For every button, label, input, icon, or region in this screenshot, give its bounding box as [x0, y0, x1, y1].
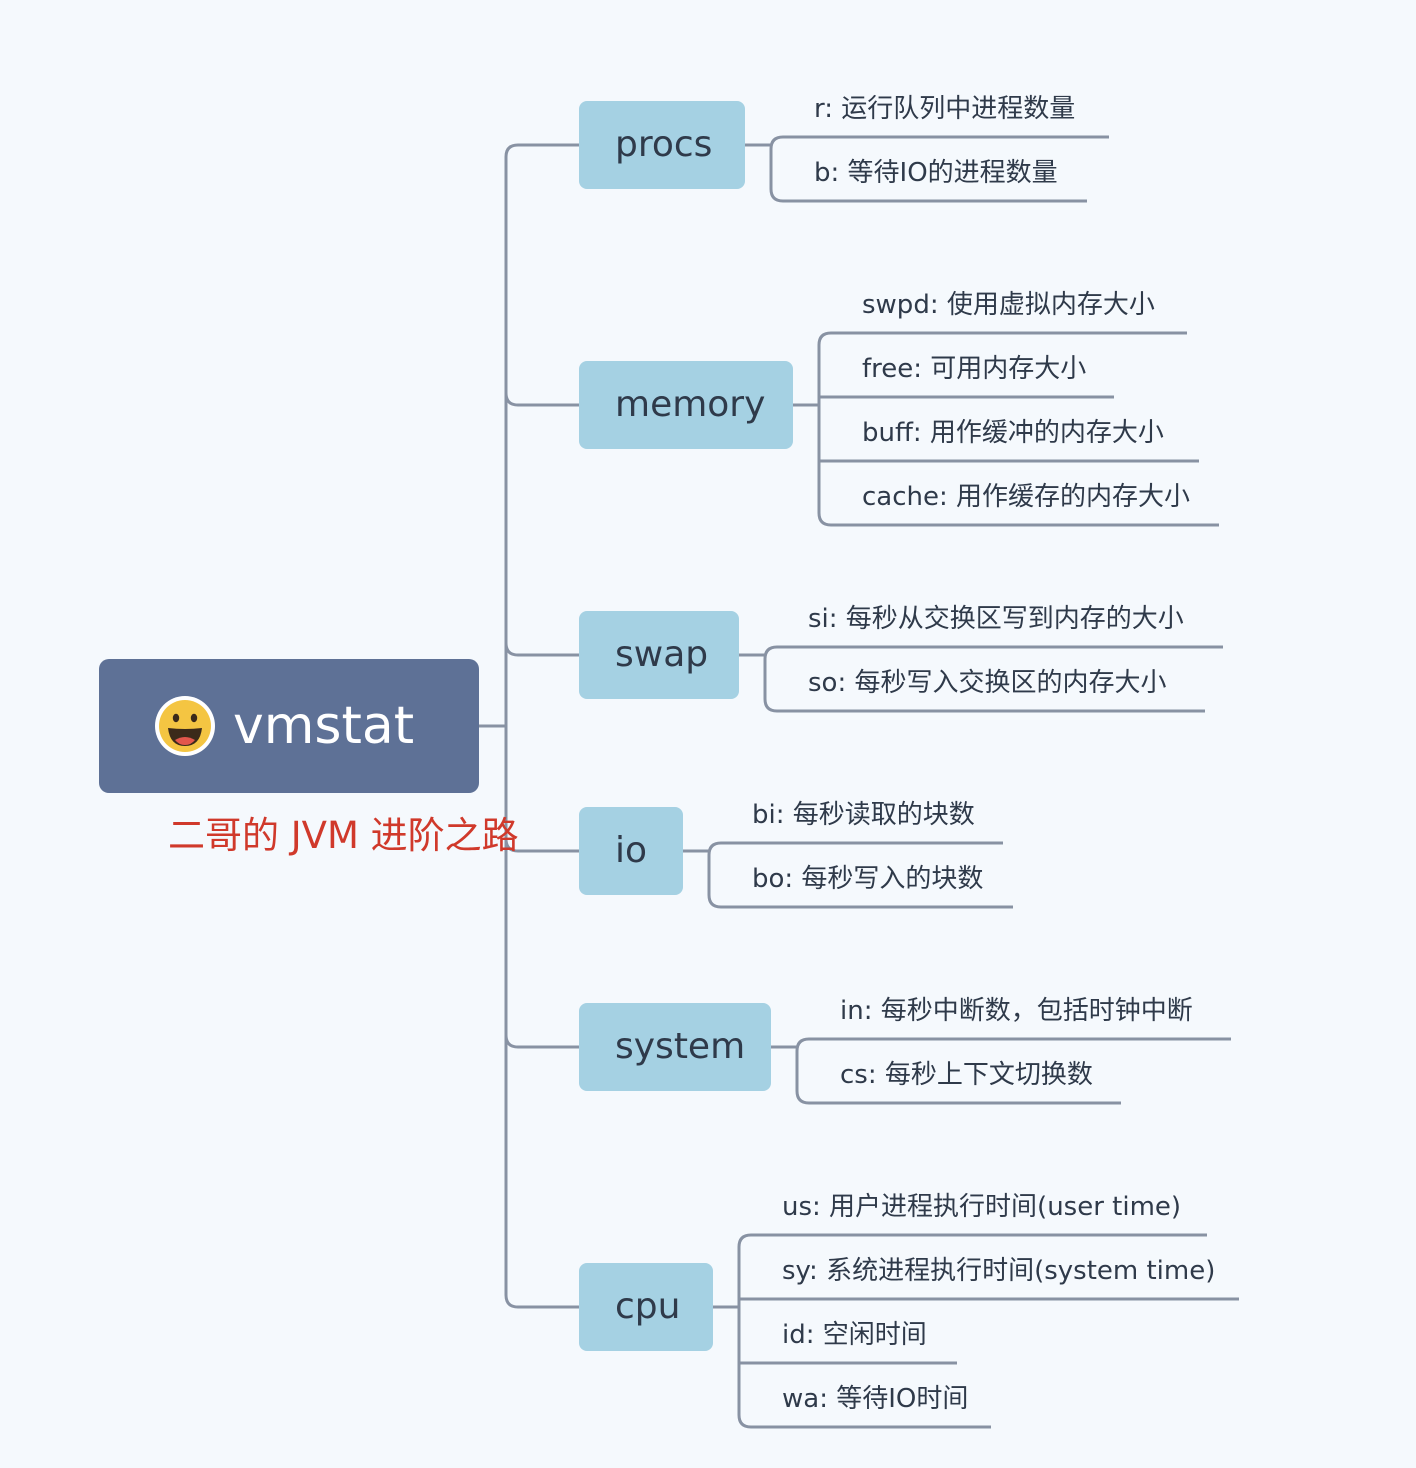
branch-connector-swap	[504, 642, 579, 657]
leaf-label: bi: 每秒读取的块数	[752, 800, 975, 830]
leaf-label: id: 空闲时间	[782, 1320, 927, 1350]
leaf-bracket-procs	[769, 135, 784, 203]
leaf-memory-3[interactable]: cache: 用作缓存的内存大小	[862, 473, 1190, 521]
branch-connector-system	[504, 1034, 579, 1049]
grinning-face-icon	[155, 696, 215, 756]
leaf-memory-1[interactable]: free: 可用内存大小	[862, 345, 1086, 393]
leaf-bracket-memory	[817, 331, 832, 527]
leaf-label: in: 每秒中断数，包括时钟中断	[840, 996, 1193, 1026]
leaf-label: cache: 用作缓存的内存大小	[862, 482, 1191, 512]
leaf-label: free: 可用内存大小	[862, 354, 1087, 384]
branch-connector-procs	[504, 143, 579, 158]
leaf-bracket-io	[707, 841, 722, 909]
root-node[interactable]: vmstat	[99, 659, 479, 793]
leaf-label: wa: 等待IO时间	[782, 1384, 969, 1414]
branch-node-memory[interactable]: memory	[579, 361, 793, 449]
leaf-label: cs: 每秒上下文切换数	[840, 1060, 1093, 1090]
branch-node-procs[interactable]: procs	[579, 101, 745, 189]
leaf-cpu-2[interactable]: id: 空闲时间	[782, 1311, 927, 1359]
branch-label: io	[615, 830, 648, 871]
leaf-bracket-system	[795, 1037, 810, 1105]
root-label: vmstat	[233, 696, 415, 756]
branch-connector-cpu	[504, 1294, 579, 1309]
branch-node-cpu[interactable]: cpu	[579, 1263, 713, 1351]
leaf-label: so: 每秒写入交换区的内存大小	[808, 668, 1167, 698]
branch-label: cpu	[615, 1286, 681, 1327]
leaf-system-0[interactable]: in: 每秒中断数，包括时钟中断	[840, 987, 1193, 1035]
leaf-procs-1[interactable]: b: 等待IO的进程数量	[814, 149, 1058, 197]
leaf-io-1[interactable]: bo: 每秒写入的块数	[752, 855, 983, 903]
leaf-label: sy: 系统进程执行时间(system time)	[782, 1256, 1216, 1286]
leaf-label: buff: 用作缓冲的内存大小	[862, 418, 1164, 448]
branch-label: system	[615, 1026, 746, 1067]
leaf-label: swpd: 使用虚拟内存大小	[862, 290, 1155, 320]
branch-label: swap	[615, 634, 709, 675]
leaf-cpu-1[interactable]: sy: 系统进程执行时间(system time)	[782, 1247, 1215, 1295]
leaf-label: b: 等待IO的进程数量	[814, 158, 1058, 188]
leaf-io-0[interactable]: bi: 每秒读取的块数	[752, 791, 975, 839]
branch-connector-memory	[504, 392, 579, 407]
branch-label: memory	[615, 384, 766, 425]
branch-node-system[interactable]: system	[579, 1003, 771, 1091]
leaf-system-1[interactable]: cs: 每秒上下文切换数	[840, 1051, 1093, 1099]
leaf-bracket-swap	[763, 645, 778, 713]
leaf-memory-0[interactable]: swpd: 使用虚拟内存大小	[862, 281, 1155, 329]
branch-node-swap[interactable]: swap	[579, 611, 739, 699]
leaf-label: us: 用户进程执行时间(user time)	[782, 1192, 1182, 1222]
leaf-bracket-cpu	[737, 1233, 752, 1429]
leaf-swap-1[interactable]: so: 每秒写入交换区的内存大小	[808, 659, 1166, 707]
leaf-memory-2[interactable]: buff: 用作缓冲的内存大小	[862, 409, 1164, 457]
watermark-text: 二哥的 JVM 进阶之路	[168, 814, 519, 857]
leaf-label: bo: 每秒写入的块数	[752, 864, 984, 894]
leaf-swap-0[interactable]: si: 每秒从交换区写到内存的大小	[808, 595, 1184, 643]
leaf-label: r: 运行队列中进程数量	[814, 94, 1076, 124]
leaf-label: si: 每秒从交换区写到内存的大小	[808, 604, 1184, 634]
leaf-cpu-0[interactable]: us: 用户进程执行时间(user time)	[782, 1183, 1181, 1231]
leaf-procs-0[interactable]: r: 运行队列中进程数量	[814, 85, 1075, 133]
branch-label: procs	[615, 124, 713, 165]
branch-node-io[interactable]: io	[579, 807, 683, 895]
leaf-cpu-3[interactable]: wa: 等待IO时间	[782, 1375, 968, 1423]
